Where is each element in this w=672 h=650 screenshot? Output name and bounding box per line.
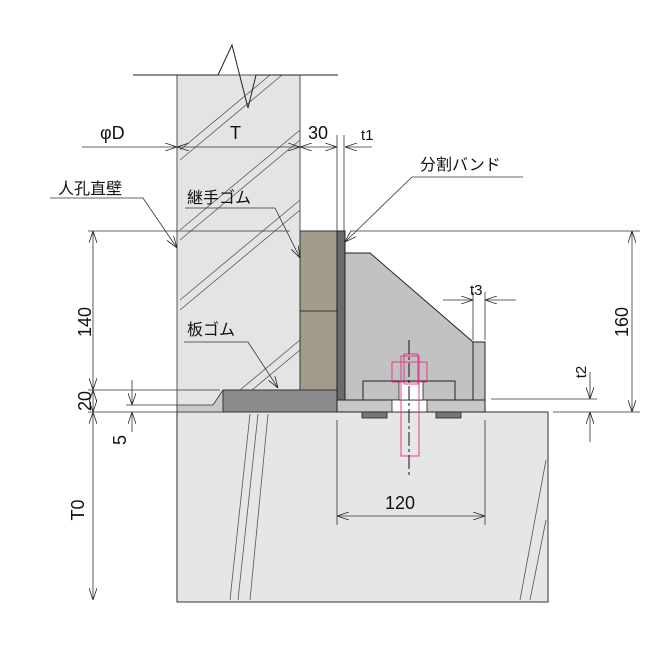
- dim-diameter: φD: [100, 123, 125, 143]
- dim-pipe-thickness: T0: [68, 499, 88, 520]
- pad-left: [361, 411, 388, 419]
- break-line: [133, 43, 338, 109]
- bracket-gusset: [344, 252, 474, 401]
- label-plate-rubber: 板ゴム: [187, 320, 235, 339]
- dim-base-thickness: t2: [573, 366, 590, 379]
- lower-concrete-base: [176, 411, 549, 603]
- dim-height-5: 5: [110, 435, 130, 445]
- label-split-band: 分割バンド: [420, 155, 501, 174]
- bracket-rib: [472, 341, 486, 401]
- dim-height-160: 160: [612, 307, 632, 337]
- label-joint-rubber: 継手ゴム: [187, 188, 251, 207]
- dim-wall-thickness: T: [230, 123, 241, 143]
- joint-rubber: [299, 230, 338, 391]
- dim-height-20: 20: [75, 391, 95, 411]
- dim-rubber-width: 30: [308, 123, 328, 143]
- pad-right: [435, 411, 462, 419]
- dim-band-thickness: t1: [361, 127, 374, 144]
- label-manhole-wall: 人孔直壁: [58, 179, 122, 198]
- dim-width-120: 120: [385, 493, 415, 513]
- dim-height-140: 140: [75, 307, 95, 337]
- dim-rib-thickness: t3: [470, 282, 483, 299]
- split-band-plate: [336, 230, 346, 401]
